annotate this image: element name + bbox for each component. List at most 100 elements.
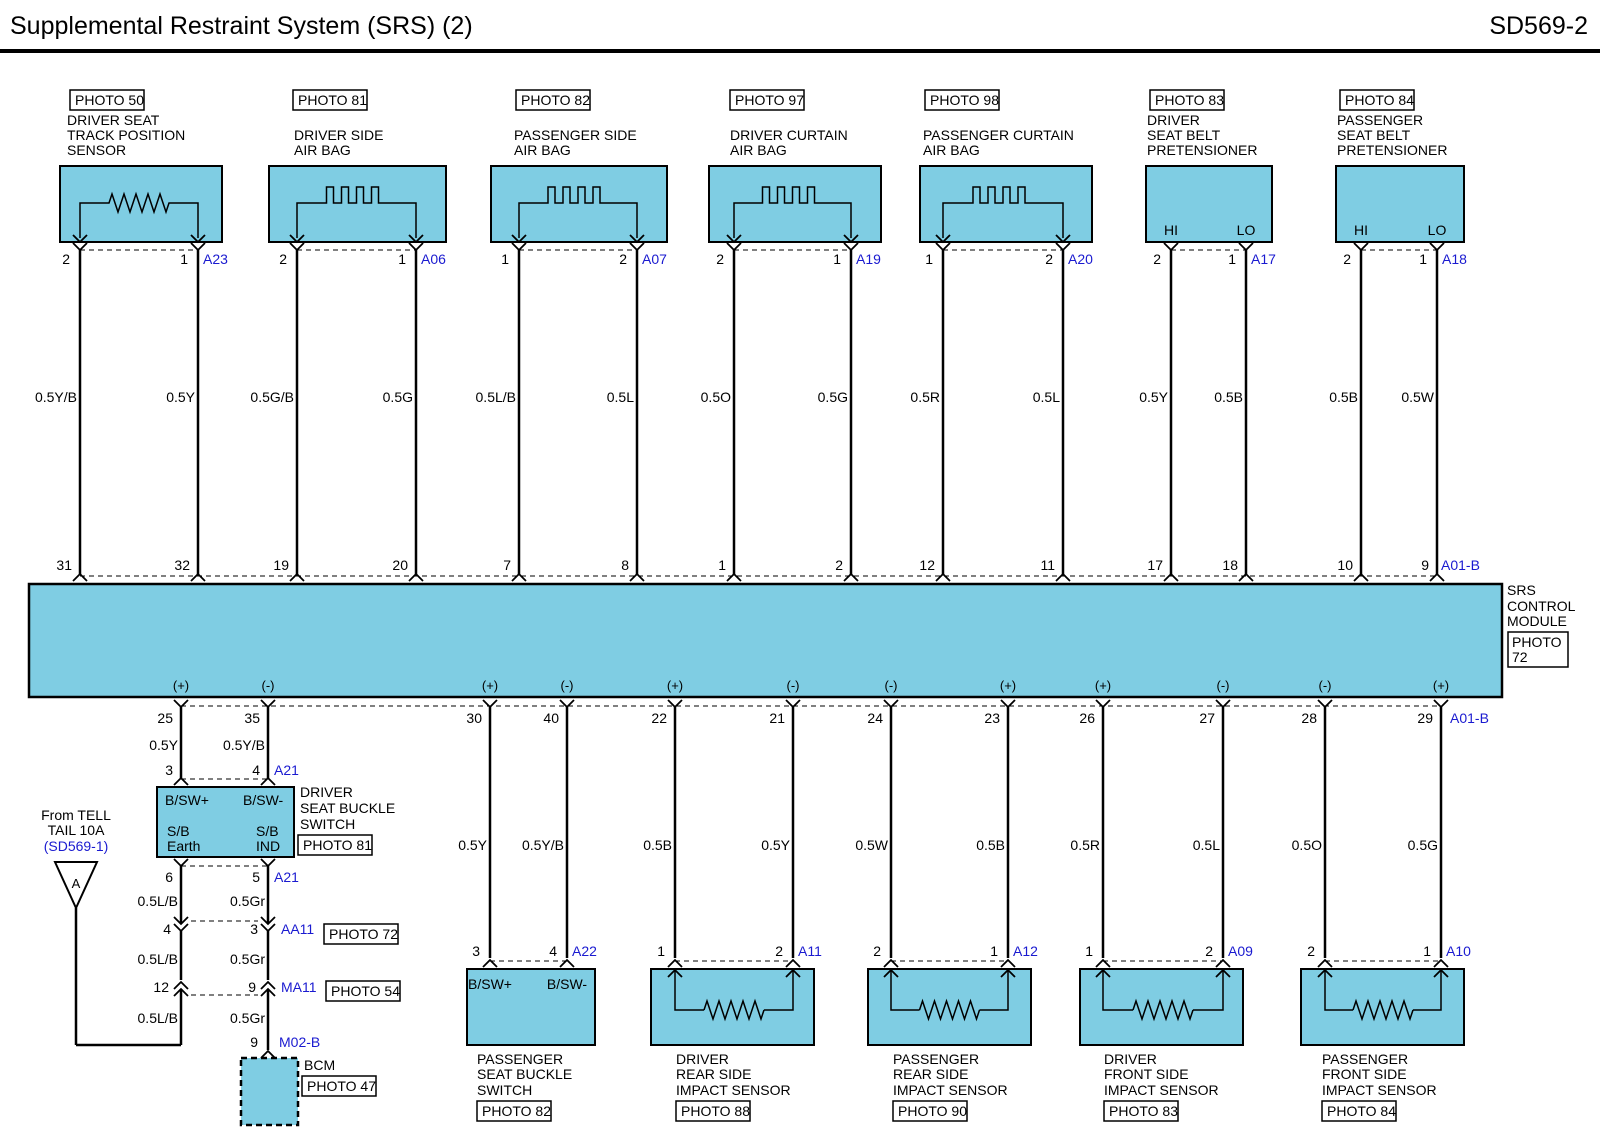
ecu-connector-top: A01-B bbox=[1441, 557, 1480, 573]
wire-color: 0.5O bbox=[701, 389, 731, 405]
component-box-bottom-0 bbox=[466, 968, 596, 1046]
pin-number: 1 bbox=[833, 251, 841, 267]
pin-chevron bbox=[1095, 958, 1111, 968]
pin-chevron bbox=[173, 916, 189, 926]
ecu-pin: 8 bbox=[621, 557, 629, 573]
connector-id: A09 bbox=[1228, 943, 1253, 959]
ecu-pin: 21 bbox=[769, 710, 785, 726]
component-name: DRIVER bbox=[300, 784, 353, 800]
photo-box-buckle-label: PHOTO 81 bbox=[303, 837, 372, 853]
component-name: PASSENGER bbox=[477, 1051, 563, 1067]
wire-color: 0.5G bbox=[383, 389, 413, 405]
photo-box-top-2 bbox=[515, 89, 591, 111]
pin-name: B/SW+ bbox=[468, 976, 512, 992]
arrow-icon bbox=[408, 234, 424, 244]
ecu-pin: 31 bbox=[56, 557, 72, 573]
pin-chevron bbox=[260, 1049, 276, 1059]
connector-id: A22 bbox=[572, 943, 597, 959]
component-name: REAR SIDE bbox=[893, 1066, 968, 1082]
pin-chevron bbox=[511, 572, 527, 582]
component-name: SENSOR bbox=[67, 142, 126, 158]
ecu-pin: 24 bbox=[867, 710, 883, 726]
resistor-icon bbox=[703, 998, 765, 1022]
component-name: FRONT SIDE bbox=[1104, 1066, 1189, 1082]
pin-chevron bbox=[629, 242, 645, 252]
photo-box-top-0-label: PHOTO 50 bbox=[75, 92, 144, 108]
resistor-icon bbox=[97, 191, 181, 215]
driver-seat-buckle-switch bbox=[156, 786, 295, 858]
pin-number: 4 bbox=[549, 943, 557, 959]
component-box-1 bbox=[268, 165, 447, 243]
internal-lead bbox=[942, 202, 961, 238]
ground-triangle-icon bbox=[53, 861, 99, 911]
component-name: IMPACT SENSOR bbox=[893, 1082, 1008, 1098]
photo-box-buckle bbox=[297, 834, 373, 856]
photo-box-top-5 bbox=[1149, 89, 1225, 111]
pin-number: 2 bbox=[716, 251, 724, 267]
pin-chevron bbox=[843, 572, 859, 582]
pin-chevron bbox=[629, 572, 645, 582]
component-name: IMPACT SENSOR bbox=[1322, 1082, 1437, 1098]
pin-number: 3 bbox=[472, 943, 480, 959]
polarity: (+) bbox=[667, 678, 683, 693]
photo-box-bottom-4-label: PHOTO 84 bbox=[1327, 1103, 1396, 1119]
pin-name: Earth bbox=[167, 838, 200, 854]
wire-color: 0.5Y bbox=[149, 737, 178, 753]
pin-chevron bbox=[726, 572, 742, 582]
photo-box-top-2-label: PHOTO 82 bbox=[521, 92, 590, 108]
pin-chevron bbox=[173, 980, 189, 990]
connector-id: A21 bbox=[274, 762, 299, 778]
pin-number: 1 bbox=[990, 943, 998, 959]
pin-name: B/SW- bbox=[547, 976, 588, 992]
wire-color: 0.5L/B bbox=[476, 389, 516, 405]
component-name: SEAT BELT bbox=[1337, 127, 1411, 143]
pin-hi: HI bbox=[1164, 222, 1178, 238]
wire-color: 0.5L bbox=[607, 389, 634, 405]
diagram-code: SD569-2 bbox=[1489, 12, 1588, 40]
wire-color: 0.5L/B bbox=[138, 1010, 178, 1026]
arrow-icon bbox=[190, 234, 206, 244]
wire-color: 0.5Y/B bbox=[223, 737, 265, 753]
photo-box-bottom-3-label: PHOTO 83 bbox=[1109, 1103, 1178, 1119]
tell-label: TAIL 10A bbox=[48, 822, 105, 838]
component-name: DRIVER SIDE bbox=[294, 127, 383, 143]
photo-box-top-5-label: PHOTO 83 bbox=[1155, 92, 1224, 108]
tell-label: From TELL bbox=[41, 807, 111, 823]
pin-chevron bbox=[1238, 572, 1254, 582]
srs-control-module bbox=[27, 582, 1504, 699]
wire-color: 0.5R bbox=[1070, 837, 1100, 853]
connector-id: M02-B bbox=[279, 1034, 320, 1050]
internal-lead bbox=[674, 970, 704, 1011]
wire-color: 0.5Y bbox=[1139, 389, 1168, 405]
connector-id: MA11 bbox=[281, 979, 317, 995]
internal-lead bbox=[79, 202, 97, 238]
component-name: DRIVER bbox=[676, 1051, 729, 1067]
wire-color: 0.5G bbox=[818, 389, 848, 405]
pin-number: 1 bbox=[1423, 943, 1431, 959]
wire-color: 0.5Y/B bbox=[522, 837, 564, 853]
pin-chevron bbox=[935, 572, 951, 582]
photo-box-bottom-0-label: PHOTO 82 bbox=[482, 1103, 551, 1119]
pin-number: 2 bbox=[1045, 251, 1053, 267]
component-name: PASSENGER SIDE bbox=[514, 127, 637, 143]
pin-chevron bbox=[1055, 572, 1071, 582]
internal-lead bbox=[398, 202, 417, 238]
component-name: AIR BAG bbox=[514, 142, 571, 158]
photo-box-aa11-label: PHOTO 72 bbox=[329, 926, 398, 942]
pin-chevron bbox=[173, 776, 189, 786]
wire-color: 0.5Y bbox=[458, 837, 487, 853]
wire-color: 0.5R bbox=[910, 389, 940, 405]
component-name: SEAT BELT bbox=[1147, 127, 1221, 143]
pin-chevron bbox=[408, 242, 424, 252]
polarity: (+) bbox=[173, 678, 189, 693]
polarity: (+) bbox=[482, 678, 498, 693]
ecu-pin: 10 bbox=[1337, 557, 1353, 573]
connector-id: A10 bbox=[1446, 943, 1471, 959]
pin-number: 1 bbox=[1085, 943, 1093, 959]
component-box-6 bbox=[1335, 165, 1465, 243]
wire-color: 0.5W bbox=[855, 837, 888, 853]
pin-chevron bbox=[667, 958, 683, 968]
arrow-icon bbox=[629, 234, 645, 244]
connector-id: A21 bbox=[274, 869, 299, 885]
